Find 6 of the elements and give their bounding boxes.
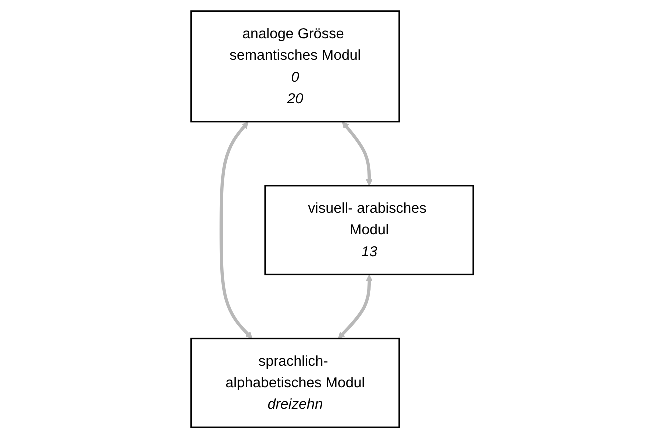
- arrow: [220, 122, 253, 340]
- node-box: visuell- arabisches Modul 13: [264, 185, 474, 276]
- arrow: [342, 122, 374, 186]
- arrow: [338, 274, 374, 340]
- node-box: analoge Grösse semantisches Modul 0 20: [190, 10, 400, 123]
- node-box: sprachlich- alphabetisches Modul dreizehn: [190, 338, 400, 428]
